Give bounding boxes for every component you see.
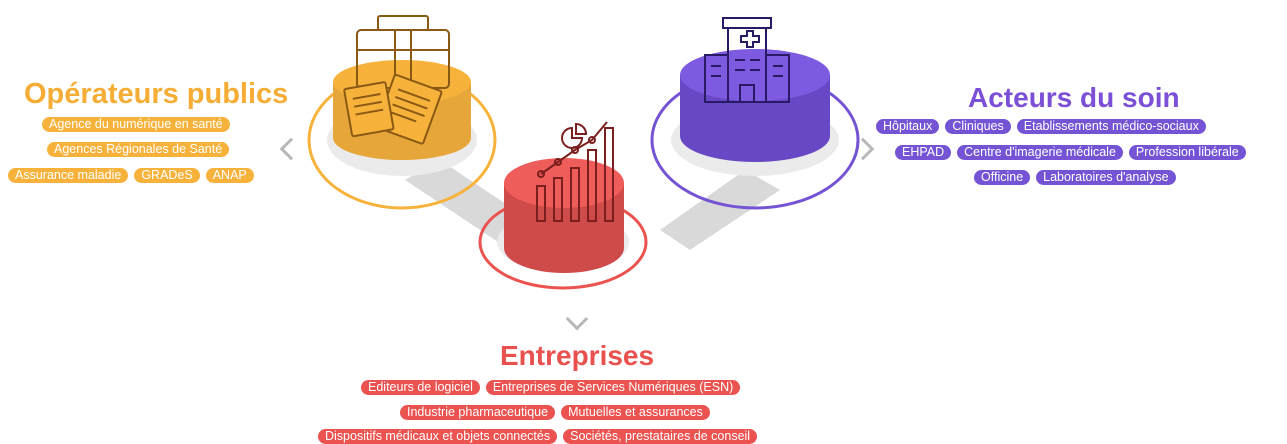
companies-tags-row: Industrie pharmaceutique Mutuelles et as…: [400, 405, 710, 420]
tag-editeurs-logiciel[interactable]: Editeurs de logiciel: [361, 380, 480, 395]
tag-dispositifs-medicaux[interactable]: Dispositifs médicaux et objets connectés: [318, 429, 558, 444]
care-tags-row: Hôpitaux Cliniques Etablissements médico…: [876, 119, 1206, 134]
tag-hopitaux[interactable]: Hôpitaux: [876, 119, 940, 134]
care-tags-row: EHPAD Centre d'imagerie médicale Profess…: [895, 145, 1246, 160]
tag-officine[interactable]: Officine: [974, 170, 1031, 185]
tag-grades[interactable]: GRADeS: [134, 168, 200, 183]
companies-cylinder: [478, 158, 648, 290]
care-cylinder: [650, 49, 860, 210]
tag-centre-imagerie[interactable]: Centre d'imagerie médicale: [957, 145, 1123, 160]
tag-agences-regionales-sante[interactable]: Agences Régionales de Santé: [47, 142, 230, 157]
growth-chart-icon: [536, 121, 614, 222]
tag-assurance-maladie[interactable]: Assurance maladie: [8, 168, 129, 183]
tag-mutuelles-assurances[interactable]: Mutuelles et assurances: [561, 405, 710, 420]
tag-anap[interactable]: ANAP: [205, 168, 254, 183]
tag-laboratoires-analyse[interactable]: Laboratoires d'analyse: [1036, 170, 1176, 185]
public-operators-title: Opérateurs publics: [24, 78, 289, 110]
public-tags-row: Agence du numérique en santé: [42, 117, 230, 132]
companies-tags-row: Editeurs de logiciel Entreprises de Serv…: [361, 380, 741, 395]
hospital-icon: [704, 17, 790, 103]
tag-ehpad[interactable]: EHPAD: [895, 145, 952, 160]
tag-societes-conseil[interactable]: Sociétés, prestataires de conseil: [563, 429, 758, 444]
tag-agence-numerique-sante[interactable]: Agence du numérique en santé: [42, 117, 230, 132]
tag-industrie-pharmaceutique[interactable]: Industrie pharmaceutique: [400, 405, 556, 420]
tag-profession-liberale[interactable]: Profession libérale: [1128, 145, 1246, 160]
care-actors-title: Acteurs du soin: [968, 82, 1180, 113]
tag-etablissements-medico-sociaux[interactable]: Etablissements médico-sociaux: [1016, 119, 1206, 134]
tag-esn[interactable]: Entreprises de Services Numériques (ESN): [485, 380, 741, 395]
public-tags-row: Agences Régionales de Santé: [47, 142, 230, 157]
companies-title: Entreprises: [500, 340, 655, 371]
public-tags-row: Assurance maladie GRADeS ANAP: [8, 168, 254, 183]
tag-cliniques[interactable]: Cliniques: [945, 119, 1011, 134]
companies-tags-row: Dispositifs médicaux et objets connectés…: [318, 429, 758, 444]
briefcase-documents-icon: [343, 15, 450, 145]
care-tags-row: Officine Laboratoires d'analyse: [974, 170, 1176, 185]
